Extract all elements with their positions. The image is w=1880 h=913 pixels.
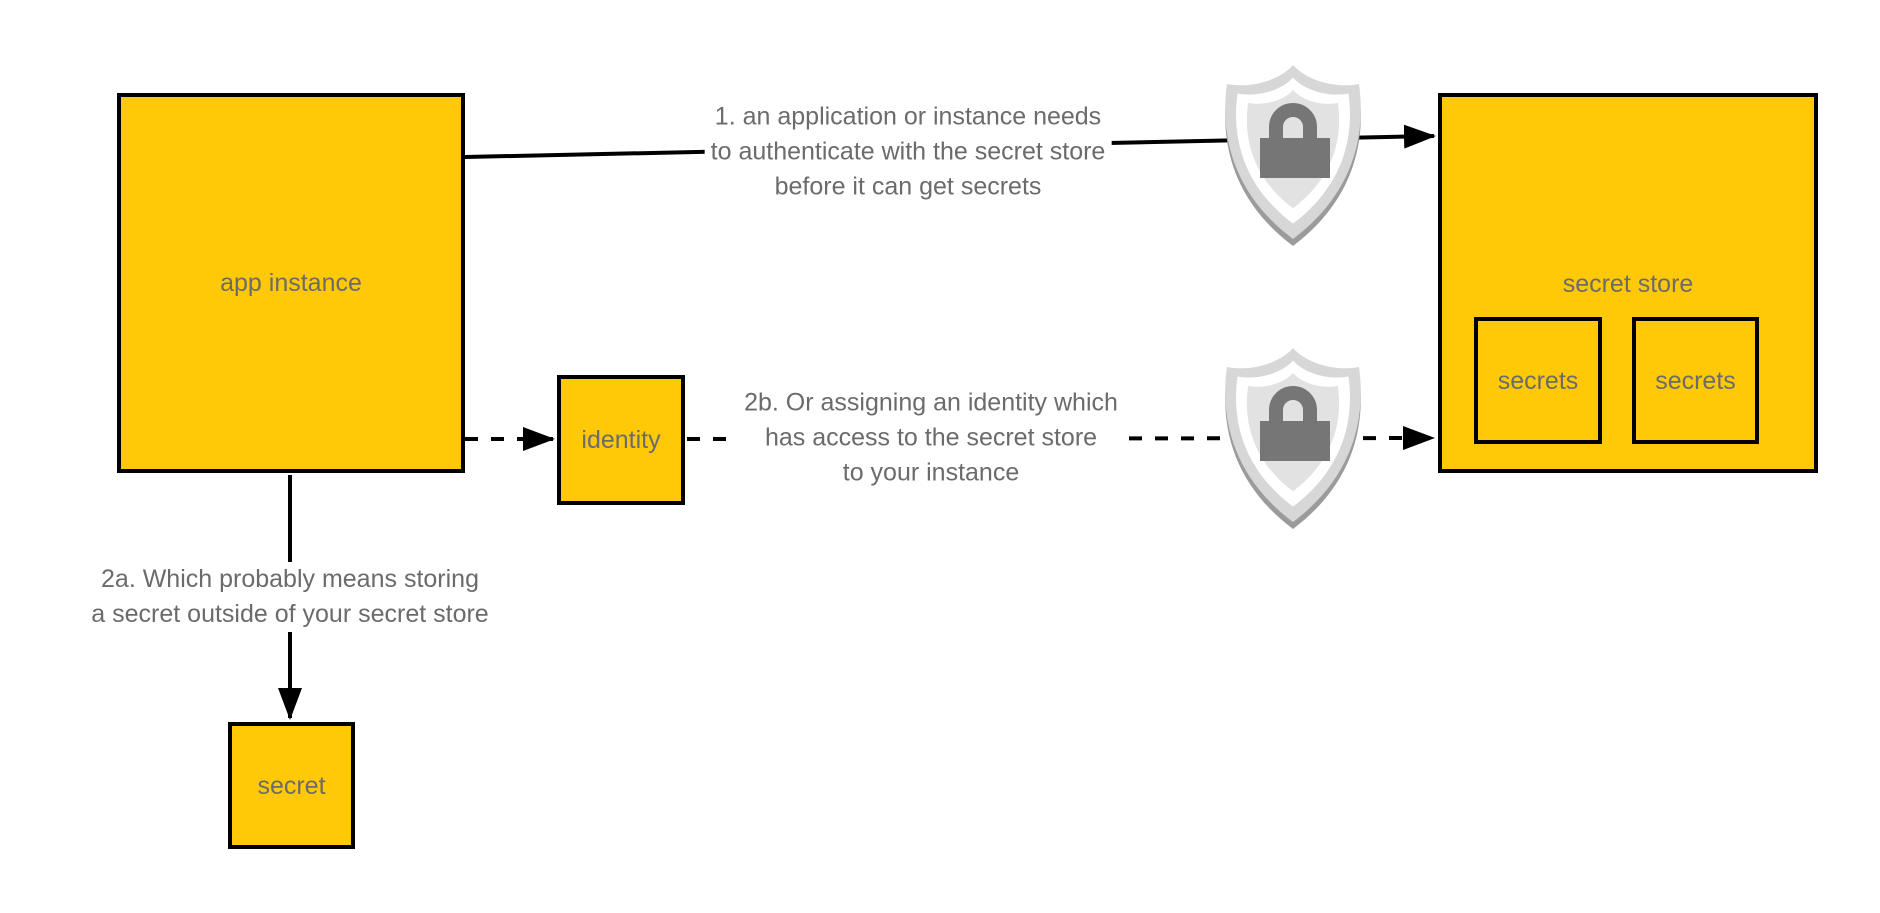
shield-lock-icon bbox=[1225, 348, 1361, 529]
node-secret-store-label: secret store bbox=[1562, 270, 1694, 298]
node-secrets-1: secrets bbox=[1474, 317, 1602, 444]
label-step-2b: 2b. Or assigning an identity which has a… bbox=[738, 385, 1124, 491]
node-secrets-2: secrets bbox=[1632, 317, 1759, 444]
node-app-instance: app instance bbox=[117, 93, 465, 473]
node-identity-label: identity bbox=[581, 426, 661, 454]
label-step-1: 1. an application or instance needs to a… bbox=[704, 99, 1112, 205]
node-app-instance-label: app instance bbox=[220, 269, 362, 297]
node-secret-store: secret store secrets secrets bbox=[1438, 93, 1818, 473]
node-identity: identity bbox=[557, 375, 685, 505]
node-secrets-1-label: secrets bbox=[1497, 366, 1579, 395]
shield-lock-icon bbox=[1225, 65, 1361, 246]
label-step-2a: 2a. Which probably means storing a secre… bbox=[85, 562, 495, 632]
node-secret: secret bbox=[228, 722, 355, 849]
node-secret-label: secret bbox=[257, 771, 326, 800]
node-secrets-2-label: secrets bbox=[1655, 366, 1736, 395]
